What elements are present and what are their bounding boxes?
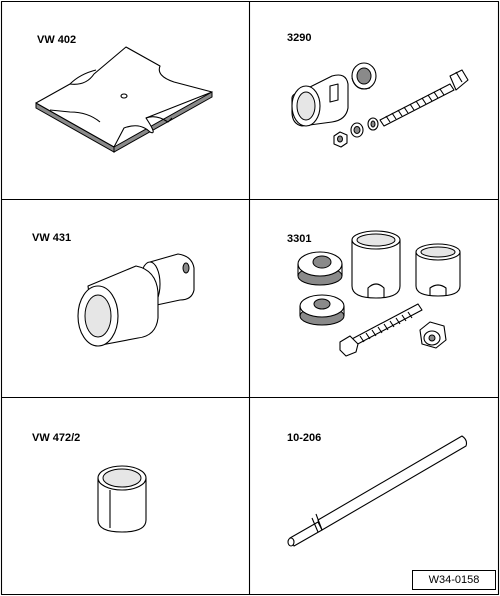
tool-label-vw4722: VW 472/2 bbox=[32, 432, 81, 444]
tool-label-vw402: VW 402 bbox=[37, 34, 77, 46]
t10206-rod-drawing bbox=[287, 435, 468, 547]
tool-label-3290: 3290 bbox=[287, 32, 312, 44]
t3301-kit-drawing bbox=[297, 230, 461, 357]
tool-label-3301: 3301 bbox=[287, 233, 312, 245]
vw4722-bush-drawing bbox=[97, 465, 147, 533]
vw402-plate-drawing bbox=[35, 46, 213, 153]
tool-label-vw431: VW 431 bbox=[32, 232, 72, 244]
tool-label-10206: 10-206 bbox=[287, 432, 322, 444]
figure-reference-box: W34-0158 bbox=[412, 570, 496, 590]
t3290-kit-drawing bbox=[291, 62, 469, 148]
vw431-sleeve-drawing bbox=[77, 253, 195, 347]
